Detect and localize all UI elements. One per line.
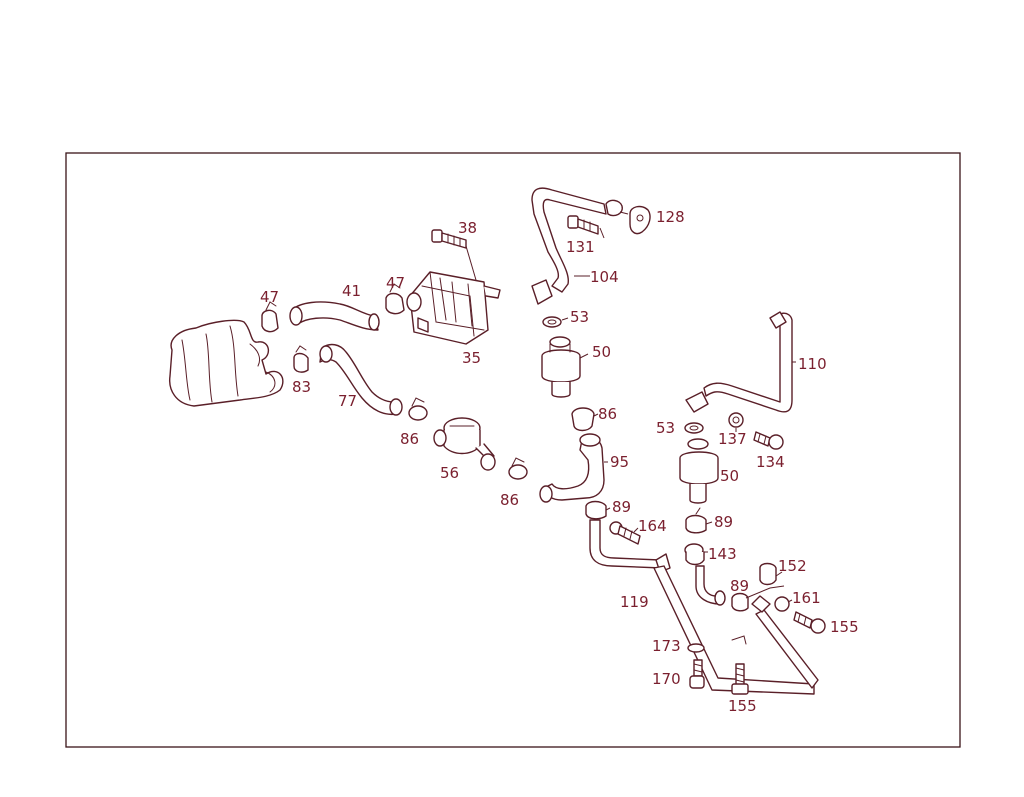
- callout-41: 41: [342, 282, 361, 300]
- callout-170: 170: [652, 670, 681, 688]
- part-152-sleeve: [759, 562, 777, 586]
- part-131-bolt: [567, 215, 599, 235]
- part-50-valve-right: [679, 438, 719, 504]
- callout-86-mid: 86: [500, 491, 519, 509]
- leader-164: [633, 527, 639, 533]
- callout-161: 161: [792, 589, 821, 607]
- callout-89-right: 89: [714, 513, 733, 531]
- callout-137: 137: [718, 430, 747, 448]
- leader-128: [619, 211, 629, 215]
- part-137-nut: [728, 412, 744, 428]
- callout-143: 143: [708, 545, 737, 563]
- part-155-bolt-right: [793, 611, 826, 634]
- part-86-clamp-mid: [508, 457, 528, 480]
- part-41-hose: [289, 301, 380, 331]
- part-77-hose: [319, 343, 403, 416]
- leader-89c-152: [745, 585, 785, 599]
- part-86-clamp-upper: [571, 407, 595, 432]
- callout-164: 164: [638, 517, 667, 535]
- callout-56: 56: [440, 464, 459, 482]
- part-110-pipe: [685, 311, 793, 413]
- callout-86-upper: 86: [598, 405, 617, 423]
- callout-47-right: 47: [386, 274, 405, 292]
- part-173-washer: [687, 643, 705, 653]
- part-89-clamp-left: [585, 500, 607, 520]
- callout-50-upper: 50: [592, 343, 611, 361]
- part-164-bolt: [609, 521, 641, 545]
- part-95-hose: [539, 433, 605, 503]
- part-47-clamp-right: [385, 283, 405, 315]
- leader-89b: [705, 521, 713, 525]
- callout-89-left: 89: [612, 498, 631, 516]
- leader-131: [599, 227, 605, 239]
- leader-161: [787, 599, 793, 603]
- callout-77: 77: [338, 392, 357, 410]
- callout-134: 134: [756, 453, 785, 471]
- part-35-filter-box: [406, 271, 501, 345]
- part-86-clamp-left: [408, 397, 428, 421]
- leader-86a: [593, 413, 599, 417]
- part-47-clamp-left: [261, 301, 279, 333]
- callout-38: 38: [458, 219, 477, 237]
- callout-35: 35: [462, 349, 481, 367]
- part-56-valve: [433, 417, 496, 471]
- leader-152: [775, 571, 783, 577]
- callout-86-left: 86: [400, 430, 419, 448]
- leader-38: [465, 245, 477, 281]
- part-128-gasket: [629, 205, 651, 235]
- part-53-ring-upper: [542, 316, 562, 328]
- part-161-clamp: [751, 595, 790, 613]
- diagram-frame: [65, 152, 961, 748]
- callout-50-right: 50: [720, 467, 739, 485]
- part-83-clamp: [293, 345, 309, 373]
- callout-155-bottom: 155: [728, 697, 757, 715]
- leader-89a: [605, 507, 611, 511]
- part-104-pipe: [531, 187, 623, 305]
- part-134-bolt: [753, 431, 784, 450]
- leader-53a: [561, 317, 569, 321]
- callout-131: 131: [566, 238, 595, 256]
- callout-53-upper: 53: [570, 308, 589, 326]
- callout-89-lower: 89: [730, 577, 749, 595]
- leader-50a: [579, 353, 589, 359]
- callout-128: 128: [656, 208, 685, 226]
- callout-110: 110: [798, 355, 827, 373]
- pump-housing: [169, 319, 284, 407]
- callout-53-right: 53: [656, 419, 675, 437]
- part-170-bolt: [689, 659, 705, 689]
- part-89-clamp-lower: [731, 592, 749, 612]
- part-50-valve-upper: [541, 336, 581, 398]
- callout-47-left: 47: [260, 288, 279, 306]
- part-155-bolt-bottom: [731, 663, 749, 695]
- callout-83: 83: [292, 378, 311, 396]
- part-143-clamp: [684, 543, 705, 566]
- callout-155-right: 155: [830, 618, 859, 636]
- callout-173: 173: [652, 637, 681, 655]
- part-53-ring-right: [684, 422, 704, 434]
- part-38-bolt: [431, 229, 467, 249]
- callout-95: 95: [610, 453, 629, 471]
- part-89-clamp-right: [685, 507, 707, 534]
- callout-119: 119: [620, 593, 649, 611]
- callout-152: 152: [778, 557, 807, 575]
- callout-104: 104: [590, 268, 619, 286]
